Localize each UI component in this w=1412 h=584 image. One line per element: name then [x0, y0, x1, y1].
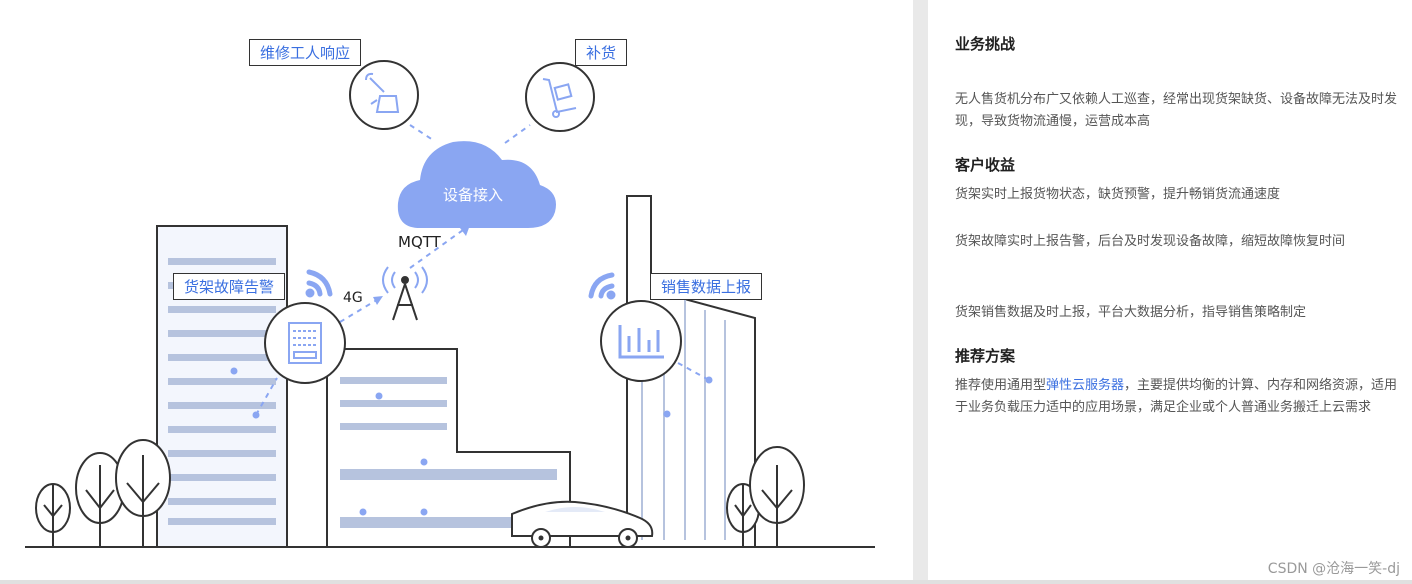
cell-tower-icon — [392, 276, 418, 321]
section-text-solution: 推荐使用通用型弹性云服务器，主要提供均衡的计算、内存和网络资源，适用于业务负载压… — [955, 375, 1401, 419]
section-title-solution: 推荐方案 — [955, 347, 1016, 365]
callout-restock: 补货 — [575, 39, 628, 66]
callout-repair: 维修工人响应 — [249, 39, 362, 66]
wifi-icon-right — [588, 272, 616, 300]
vending-machine-icon — [288, 322, 322, 364]
info-panel: 业务挑战 无人售货机分布广又依赖人工巡查，经常出现货架缺货、设备故障无法及时发现… — [928, 0, 1412, 584]
watermark: CSDN @沧海一笑-dj — [1267, 561, 1400, 577]
scenario-illustration: 设备接入 MQTT 4G — [0, 0, 913, 584]
trees-right — [726, 446, 805, 547]
benefit-item-1: 货架实时上报货物状态，缺货预警，提升畅销货流通速度 — [955, 187, 1281, 202]
car — [511, 500, 654, 548]
protocol-label: MQTT — [398, 233, 442, 251]
tower-signal-icon — [382, 266, 428, 294]
elastic-cloud-server-link[interactable]: 弹性云服务器 — [1046, 378, 1125, 393]
connection-lines — [255, 124, 710, 416]
repair-hand-wrench-icon — [365, 72, 400, 113]
callout-fault-alarm: 货架故障告警 — [173, 273, 286, 300]
network-label: 4G — [343, 290, 363, 306]
section-title-benefits: 客户收益 — [955, 156, 1016, 174]
building-middle-windows — [340, 377, 557, 528]
bar-chart-icon — [618, 325, 664, 359]
solution-text-before: 推荐使用通用型 — [955, 378, 1047, 393]
benefit-item-3: 货架销售数据及时上报，平台大数据分析，指导销售策略制定 — [955, 305, 1307, 320]
trees-left — [35, 439, 171, 547]
section-text-challenge: 无人售货机分布广又依赖人工巡查，经常出现货架缺货、设备故障无法及时发现，导致货物… — [955, 92, 1398, 129]
panel-divider — [913, 0, 928, 584]
callout-sales-report: 销售数据上报 — [650, 273, 763, 300]
wifi-icon-left — [305, 269, 333, 298]
cloud-shape — [397, 141, 556, 228]
benefit-item-2: 货架故障实时上报告警，后台及时发现设备故障，缩短故障恢复时间 — [955, 234, 1346, 249]
hand-truck-icon — [542, 78, 577, 118]
sales-circle — [600, 300, 682, 382]
cloud-label: 设备接入 — [443, 186, 503, 204]
restock-circle — [525, 62, 595, 132]
bottom-border — [0, 580, 1412, 584]
section-title-challenge: 业务挑战 — [955, 35, 1016, 53]
illustration-svg: 设备接入 MQTT 4G — [25, 60, 875, 548]
solution-text-after: ，主要提供均衡的计算、内存和网络资源，适用于业务负载压力适中的应用场景，满足企业… — [955, 378, 1398, 415]
vending-circle — [264, 302, 346, 384]
building-middle — [326, 348, 571, 548]
